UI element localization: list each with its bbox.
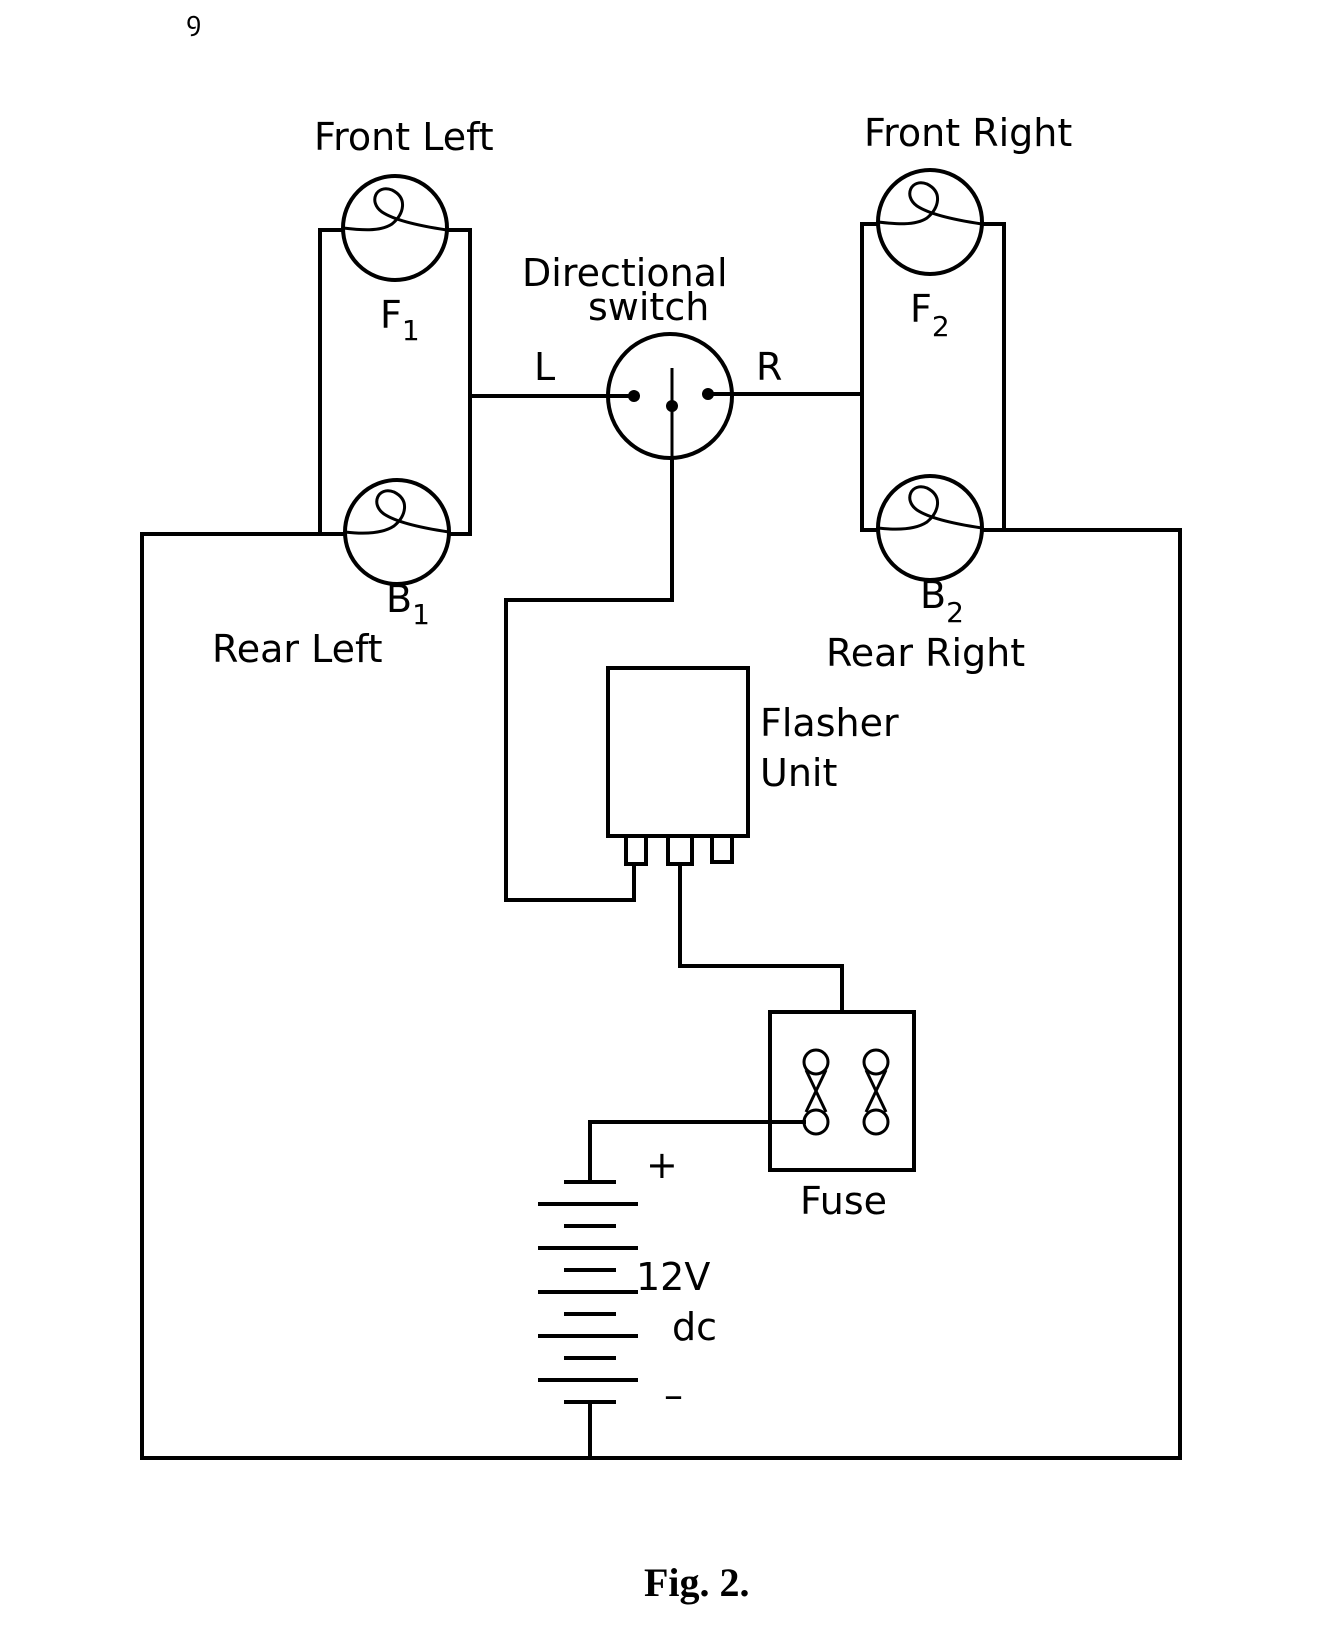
label-rear-right: Rear Right bbox=[826, 631, 1025, 675]
label-flasher: Flasher bbox=[760, 701, 899, 745]
label-terminal-r: R bbox=[756, 345, 782, 389]
label-f2: F2 bbox=[910, 287, 950, 343]
label-12v: 12V bbox=[636, 1255, 710, 1299]
flasher-unit-icon bbox=[606, 666, 750, 866]
outer-ground-loop bbox=[140, 528, 1182, 1460]
front-right-lamp-icon bbox=[876, 168, 984, 276]
wire-fuse-to-battery bbox=[588, 1120, 806, 1182]
rear-right-lamp-icon bbox=[876, 474, 984, 582]
front-left-lamp-icon bbox=[341, 174, 449, 282]
label-unit: Unit bbox=[760, 751, 837, 795]
label-dc: dc bbox=[672, 1305, 717, 1349]
figure-caption: Fig. 2. bbox=[644, 1560, 750, 1605]
left-lamp-circuit bbox=[318, 174, 472, 586]
label-front-left: Front Left bbox=[314, 115, 494, 159]
label-b2: B2 bbox=[920, 573, 964, 629]
fuse-block-icon bbox=[768, 1010, 916, 1172]
label-switch: switch bbox=[588, 285, 709, 329]
battery-icon bbox=[538, 1180, 638, 1404]
label-f1: F1 bbox=[380, 293, 420, 347]
wire-flasher-to-fuse bbox=[678, 864, 844, 1014]
rear-left-lamp-icon bbox=[343, 478, 451, 586]
label-fuse: Fuse bbox=[800, 1179, 887, 1223]
label-front-right: Front Right bbox=[864, 111, 1072, 155]
fuse-element-2-icon bbox=[862, 1048, 890, 1136]
fuse-element-1-icon bbox=[802, 1048, 830, 1136]
right-lamp-circuit bbox=[860, 168, 1006, 582]
label-plus: + bbox=[646, 1143, 678, 1187]
corner-mark: ꝯ bbox=[186, 7, 201, 37]
label-minus: – bbox=[664, 1373, 683, 1417]
label-rear-left: Rear Left bbox=[212, 627, 383, 671]
label-b1: B1 bbox=[386, 577, 430, 631]
label-terminal-l: L bbox=[534, 345, 555, 389]
label-directional: Directional bbox=[522, 251, 728, 295]
wire-switch-to-flasher bbox=[504, 456, 674, 902]
